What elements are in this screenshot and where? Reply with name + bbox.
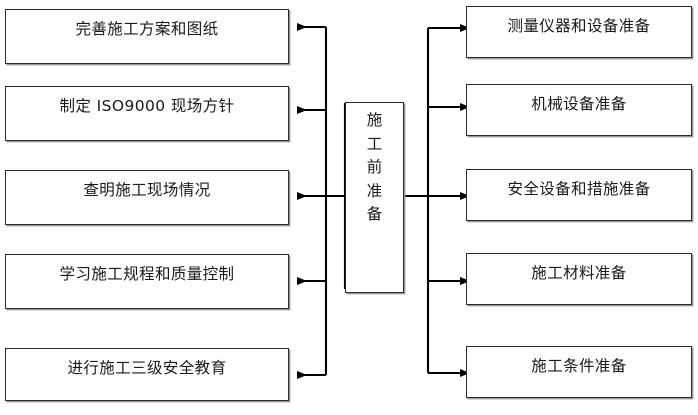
left-node-5[interactable]: 进行施工三级安全教育 <box>5 348 289 401</box>
left-node-3-label: 查明施工现场情况 <box>83 181 211 199</box>
right-node-2-label: 机械设备准备 <box>531 95 627 113</box>
right-node-4[interactable]: 施工材料准备 <box>466 253 692 305</box>
left-node-1-label: 完善施工方案和图纸 <box>75 20 219 38</box>
center-node-construction-preparation[interactable]: 施 工 前 准 备 <box>345 102 404 293</box>
left-node-1[interactable]: 完善施工方案和图纸 <box>5 9 289 64</box>
right-connectors <box>404 24 470 377</box>
left-node-4[interactable]: 学习施工规程和质量控制 <box>5 254 289 309</box>
left-node-3[interactable]: 查明施工现场情况 <box>5 170 289 225</box>
left-node-2-label: 制定 ISO9000 现场方针 <box>59 97 235 115</box>
right-node-3[interactable]: 安全设备和措施准备 <box>466 169 692 221</box>
right-node-4-label: 施工材料准备 <box>531 264 627 282</box>
right-node-5[interactable]: 施工条件准备 <box>466 346 692 398</box>
center-char-2: 工 <box>366 134 383 153</box>
left-node-4-label: 学习施工规程和质量控制 <box>59 265 235 283</box>
center-node-label: 施 工 前 准 备 <box>346 109 403 227</box>
left-node-5-label: 进行施工三级安全教育 <box>67 359 227 377</box>
right-node-3-label: 安全设备和措施准备 <box>507 180 651 198</box>
right-node-1-label: 测量仪器和设备准备 <box>507 17 651 35</box>
right-node-2[interactable]: 机械设备准备 <box>466 84 692 136</box>
center-char-4: 准 <box>366 181 383 200</box>
right-node-1[interactable]: 测量仪器和设备准备 <box>466 6 692 58</box>
left-node-2[interactable]: 制定 ISO9000 现场方针 <box>5 86 289 141</box>
center-char-3: 前 <box>366 158 383 177</box>
center-char-1: 施 <box>366 111 383 129</box>
right-node-5-label: 施工条件准备 <box>531 357 627 375</box>
left-connectors <box>297 23 347 379</box>
center-char-5: 备 <box>366 205 383 224</box>
